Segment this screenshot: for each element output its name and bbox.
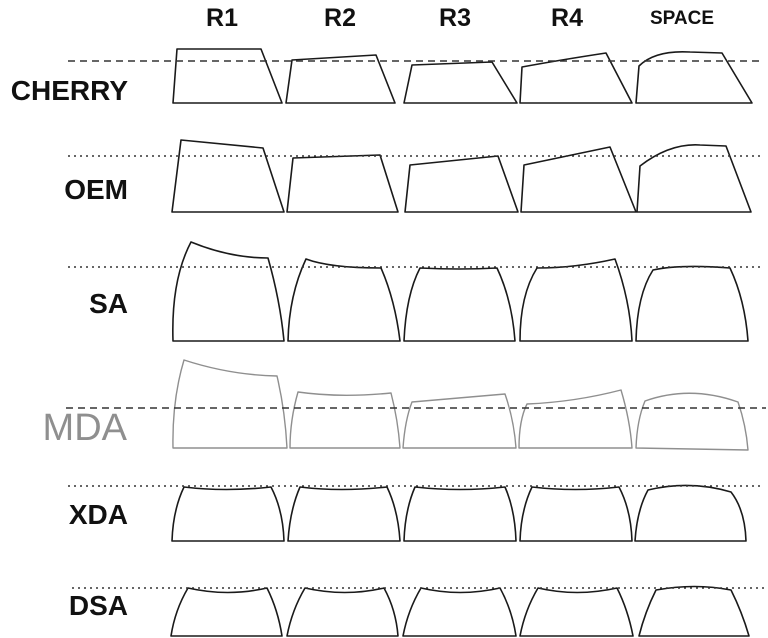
keycap-shape-oem-r3 <box>404 155 519 213</box>
keycap-shape-mda-space <box>635 392 749 451</box>
keycap-shape-dsa-r2 <box>286 587 399 637</box>
column-label-r2: R2 <box>324 4 356 32</box>
column-label-r4: R4 <box>551 4 583 32</box>
keycap-shape-mda-r2 <box>289 391 401 449</box>
keycap-shape-sa-r1 <box>172 241 285 342</box>
row-label-dsa: DSA <box>68 590 128 621</box>
keycap-shape-dsa-r3 <box>402 587 517 637</box>
keycap-shape-mda-r1 <box>172 359 288 449</box>
row-label-xda: XDA <box>68 499 128 530</box>
row-label-sa: SA <box>89 288 128 319</box>
keycap-shape-cherry-r2 <box>285 54 396 104</box>
profile-row-xda <box>68 484 760 542</box>
keycap-shape-xda-r2 <box>287 486 401 542</box>
keycap-shape-dsa-r4 <box>519 587 634 637</box>
keycap-shape-mda-r4 <box>518 389 633 449</box>
row-label-mda: MDA <box>42 407 127 449</box>
keycap-shape-sa-r4 <box>519 258 633 342</box>
keycap-shape-oem-space <box>636 144 752 213</box>
keycap-shape-oem-r2 <box>286 154 399 213</box>
keycap-shape-sa-r3 <box>403 267 516 342</box>
keycap-shape-mda-r3 <box>402 393 517 449</box>
column-label-space: SPACE <box>649 8 715 29</box>
keycap-shape-dsa-r1 <box>170 587 283 637</box>
keycap-shape-cherry-r1 <box>172 48 283 104</box>
row-label-cherry: CHERRY <box>10 75 128 106</box>
profile-row-cherry <box>68 48 762 104</box>
keycap-shape-xda-r3 <box>403 486 517 542</box>
keycap-shape-dsa-space <box>638 585 750 637</box>
keycap-shape-cherry-space <box>635 50 753 104</box>
keycap-shape-sa-r2 <box>287 258 401 342</box>
column-label-r3: R3 <box>439 4 471 32</box>
keycap-shape-cherry-r4 <box>519 52 633 104</box>
row-label-oem: OEM <box>64 174 128 205</box>
keycap-shape-oem-r1 <box>171 139 285 213</box>
profile-row-mda <box>66 359 766 451</box>
keycap-shape-xda-r1 <box>171 486 285 542</box>
profile-row-oem <box>68 139 762 213</box>
keycap-shape-oem-r4 <box>520 146 637 213</box>
keycap-shape-cherry-r3 <box>403 61 518 104</box>
keycap-shape-sa-space <box>635 265 749 342</box>
profile-row-sa <box>68 241 762 342</box>
keycap-shape-xda-r4 <box>519 486 633 542</box>
profile-row-dsa <box>72 585 764 637</box>
column-label-r1: R1 <box>206 4 238 32</box>
keycap-shape-xda-space <box>634 484 747 542</box>
